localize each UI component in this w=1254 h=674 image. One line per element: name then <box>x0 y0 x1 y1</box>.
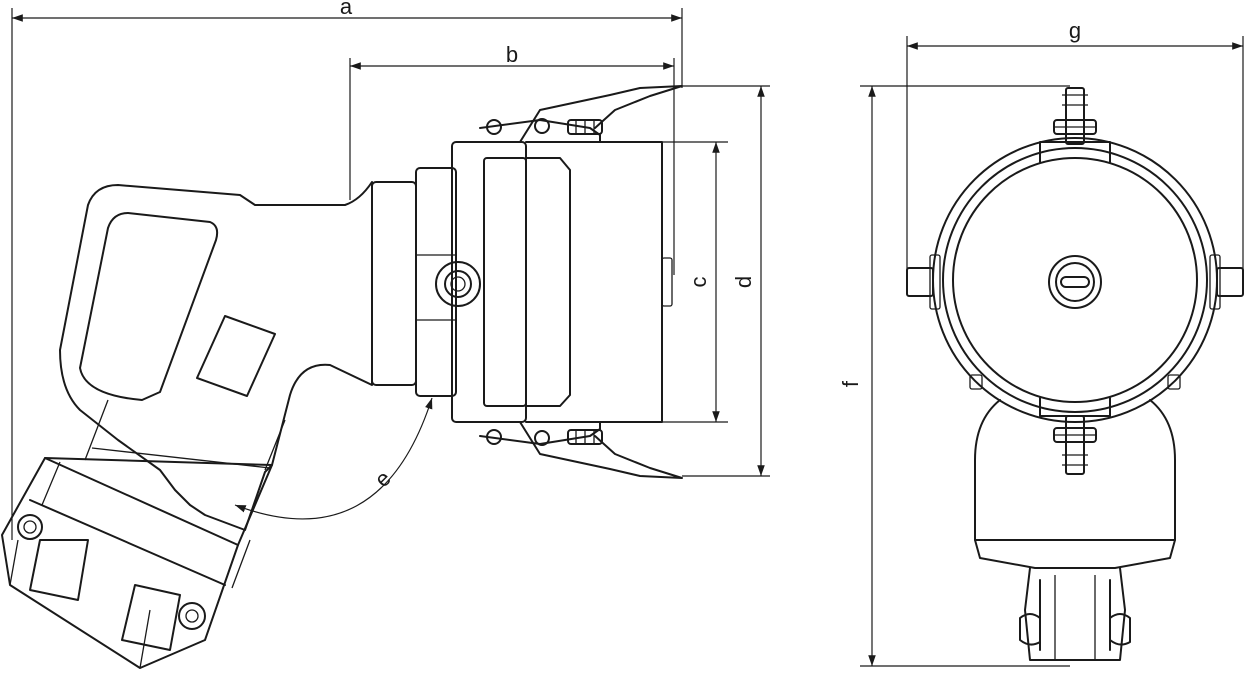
dimension-label-d: d <box>731 276 756 288</box>
front-view <box>906 87 1244 661</box>
cable-entry-gland <box>1 457 273 669</box>
front-top-clip <box>1039 87 1111 163</box>
front-round-head <box>906 137 1244 423</box>
dimension-label-f: f <box>838 380 863 387</box>
bottom-latch <box>479 421 683 479</box>
dimension-label-g: g <box>1069 18 1081 43</box>
socket-body <box>451 141 673 423</box>
side-view <box>1 85 683 669</box>
dimension-label-e: e <box>370 466 396 492</box>
coupling-collar <box>371 167 481 397</box>
front-lower-housing <box>974 399 1176 661</box>
dimension-lines <box>11 8 1244 667</box>
front-bottom-clip <box>1039 397 1111 475</box>
dimension-label-b: b <box>506 42 518 67</box>
top-latch <box>479 85 683 143</box>
dimension-label-c: c <box>686 277 711 288</box>
angled-housing <box>59 181 373 531</box>
dimension-label-a: a <box>340 0 353 19</box>
